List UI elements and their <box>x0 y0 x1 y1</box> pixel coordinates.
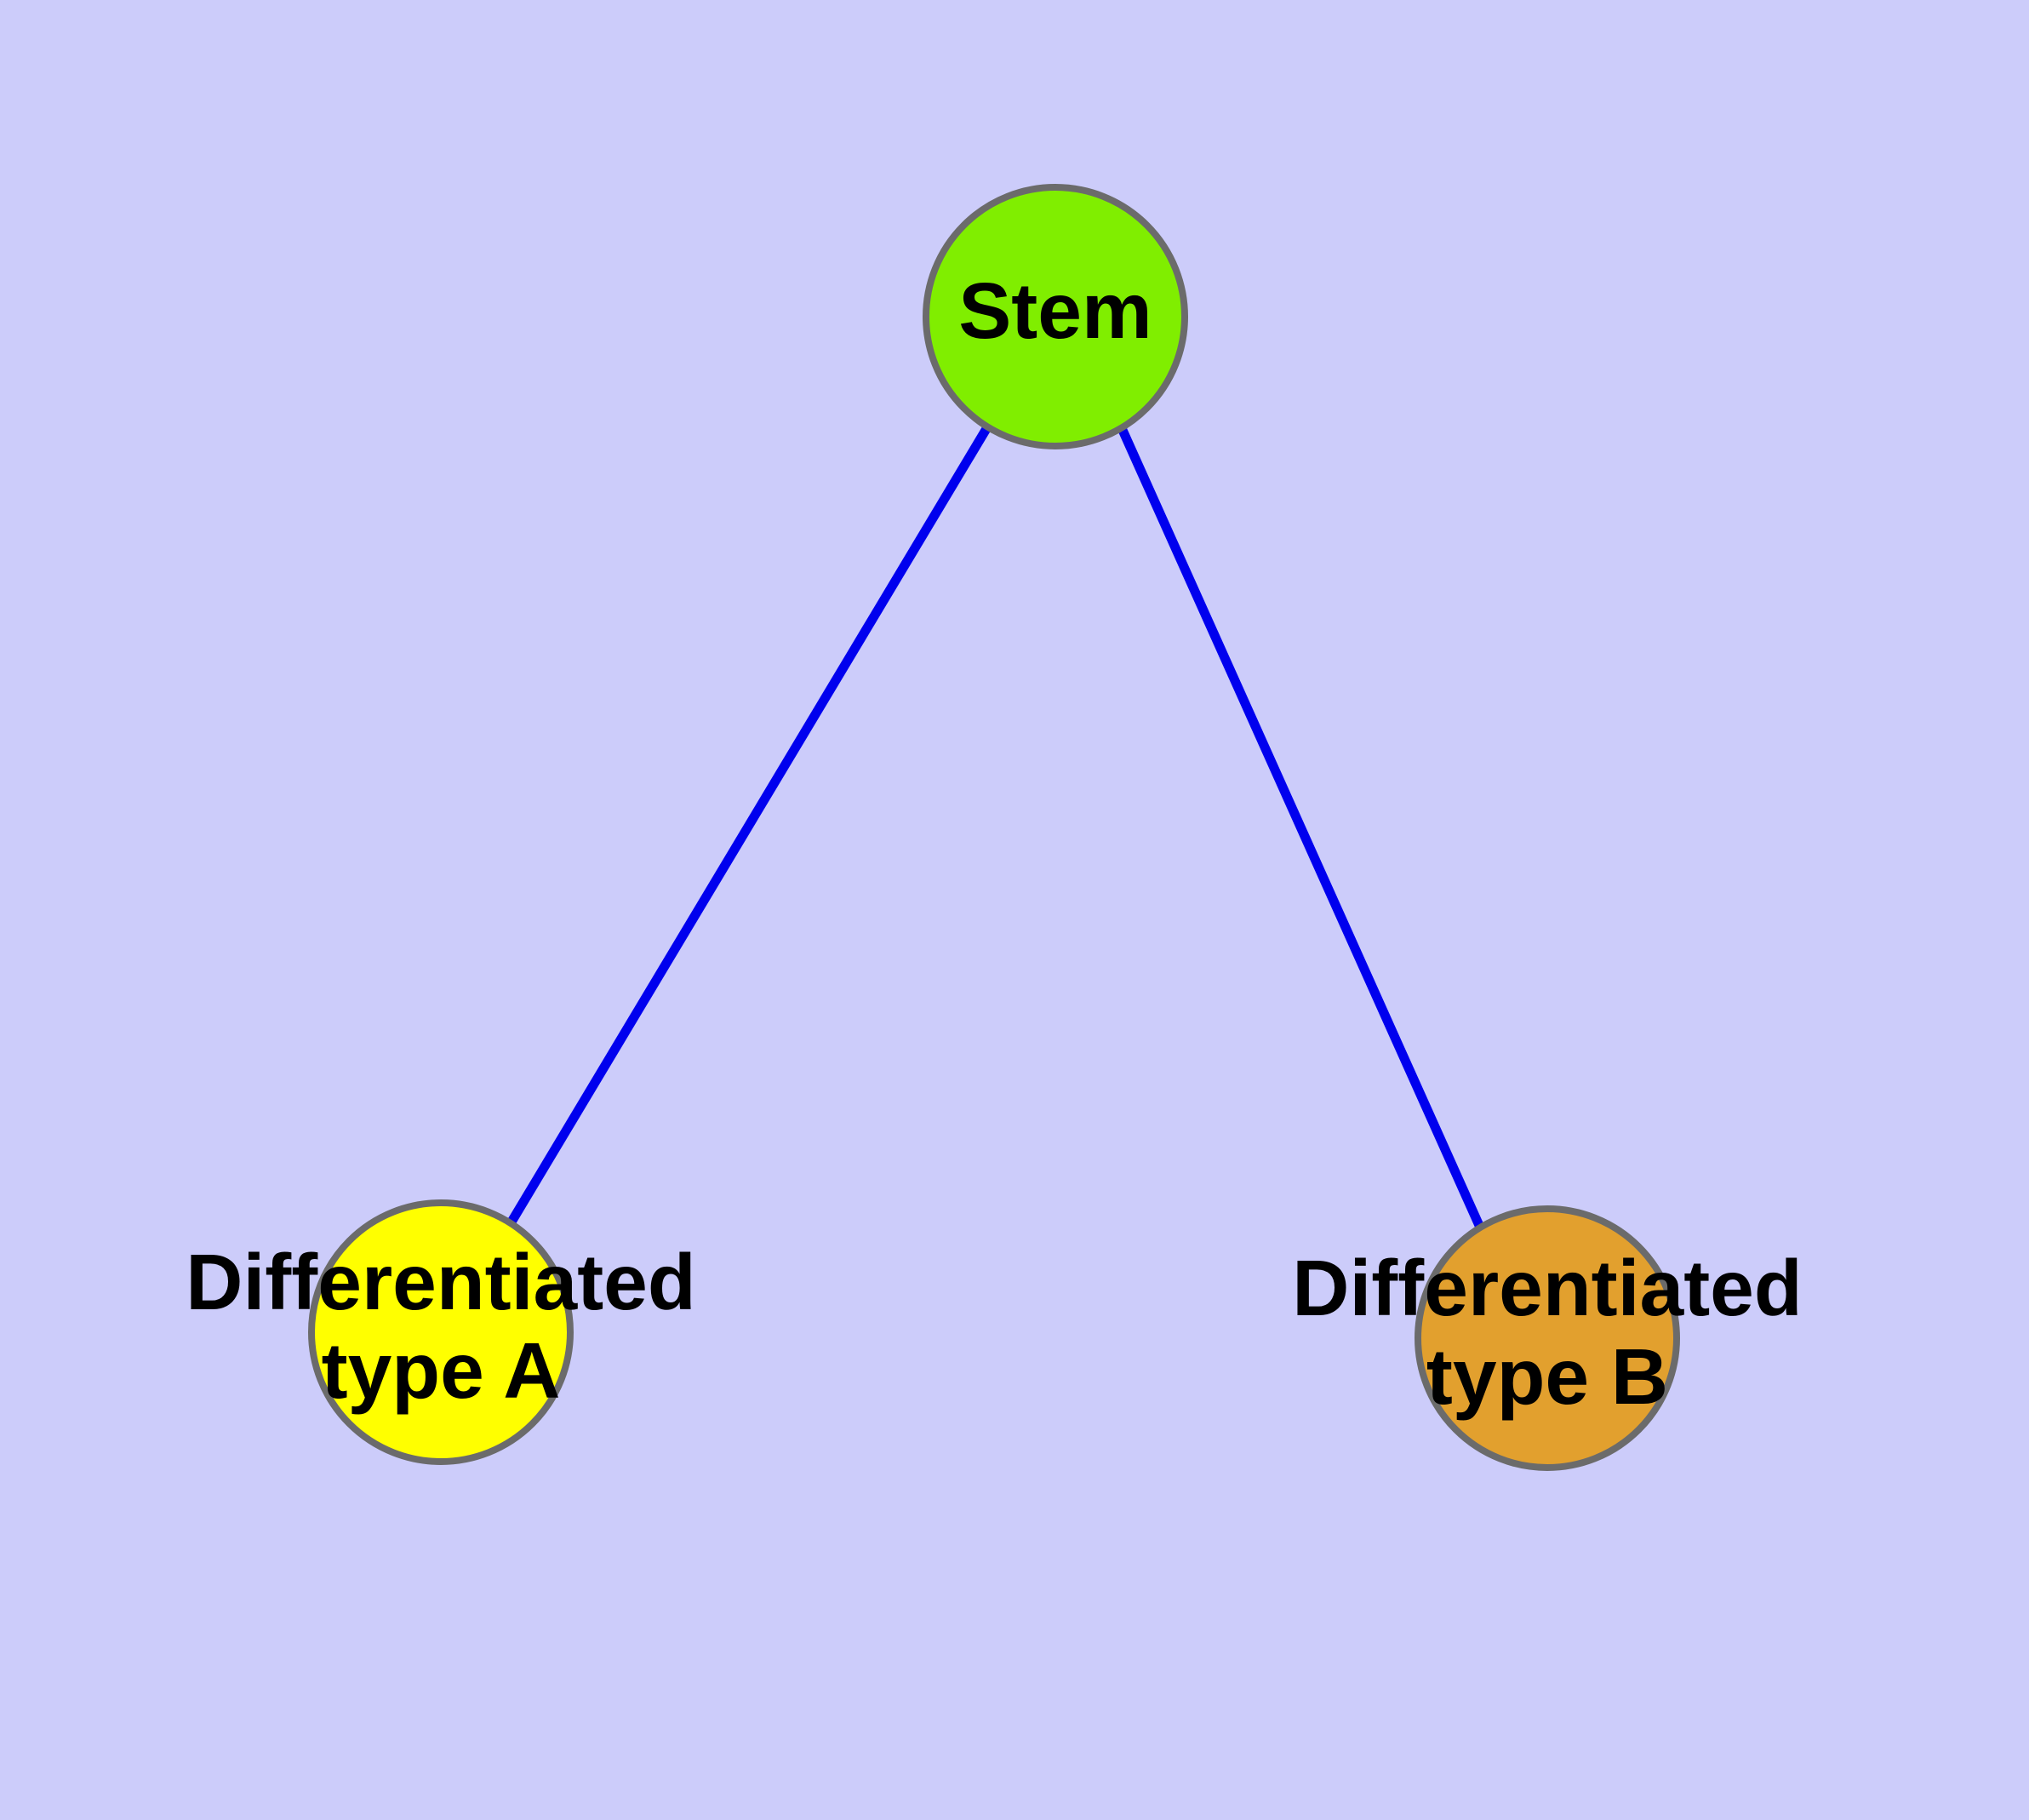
node-label-line: Differentiated <box>186 1238 695 1326</box>
edge-stem-to-differentiated-type-b[interactable] <box>1117 426 1486 1232</box>
node-circle-stem[interactable] <box>923 184 1188 449</box>
node-circle-differentiated-type-b[interactable] <box>1415 1205 1680 1471</box>
edges-layer <box>506 425 1486 1232</box>
node-label-stem: Stem <box>958 266 1152 355</box>
node-label-line: Stem <box>958 266 1152 355</box>
edge-stem-to-differentiated-type-a[interactable] <box>506 425 992 1226</box>
node-circle-differentiated-type-a[interactable] <box>308 1199 574 1465</box>
node-label-line: Differentiated <box>1292 1244 1802 1332</box>
node-stem[interactable]: Stem <box>923 184 1188 449</box>
node-label-line: type A <box>322 1326 561 1415</box>
node-label-line: type B <box>1426 1332 1668 1421</box>
